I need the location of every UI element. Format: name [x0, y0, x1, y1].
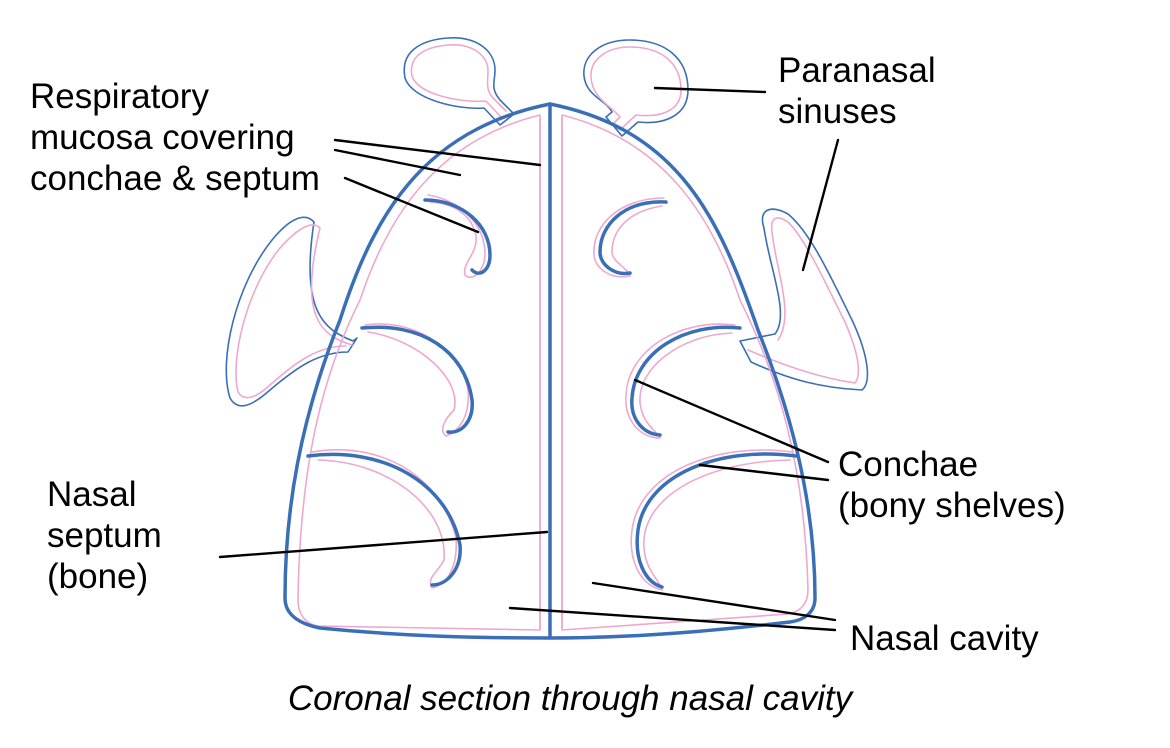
label-nasal-septum: Nasal septum (bone)	[47, 474, 162, 597]
leader-mucosa-to-concha	[343, 176, 480, 234]
respiratory-mucosa-lining	[297, 114, 809, 631]
leader-nasal-septum	[218, 530, 549, 559]
leader-paranasal-right	[801, 138, 840, 272]
paranasal-sinus-left	[225, 216, 358, 407]
label-paranasal-sinuses-line1: Paranasal	[778, 51, 936, 90]
paranasal-sinus-top-right	[583, 39, 689, 137]
conchae	[306, 198, 798, 589]
label-paranasal-sinuses: Paranasal sinuses	[778, 50, 936, 132]
label-conchae: Conchae (bony shelves)	[838, 444, 1066, 526]
concha-upper-left	[423, 198, 492, 275]
leader-nasal-cavity-left	[508, 606, 837, 632]
label-nasal-septum-line1: Nasal	[47, 475, 137, 514]
leader-conchae-middle	[633, 378, 830, 464]
paranasal-sinus-top-left	[403, 37, 515, 126]
leader-mucosa-to-septum	[333, 138, 542, 167]
label-respiratory-mucosa-line1: Respiratory	[30, 77, 209, 116]
label-respiratory-mucosa-line3: conchae & septum	[30, 159, 320, 198]
leader-lines	[218, 86, 840, 632]
label-conchae-line2: (bony shelves)	[838, 486, 1066, 525]
label-respiratory-mucosa: Respiratory mucosa covering conchae & se…	[30, 76, 320, 199]
label-nasal-septum-line2: septum	[47, 516, 162, 555]
label-conchae-line1: Conchae	[838, 445, 979, 484]
label-paranasal-sinuses-line2: sinuses	[778, 92, 897, 131]
concha-lower-left	[306, 452, 462, 587]
label-respiratory-mucosa-line2: mucosa covering	[30, 118, 295, 157]
figure-caption: Coronal section through nasal cavity	[287, 679, 853, 718]
leader-paranasal-top	[653, 86, 767, 94]
concha-lower-right	[635, 452, 798, 589]
label-nasal-septum-line3: (bone)	[47, 557, 149, 596]
leader-conchae-lower	[698, 463, 830, 482]
leader-mucosa-to-wall	[333, 148, 462, 177]
concha-middle-right	[630, 325, 742, 437]
leader-nasal-cavity-right	[591, 581, 837, 622]
concha-middle-left	[360, 325, 474, 434]
paranasal-sinus-right	[739, 208, 869, 391]
concha-upper-right	[598, 200, 668, 276]
label-nasal-cavity: Nasal cavity	[850, 619, 1039, 658]
